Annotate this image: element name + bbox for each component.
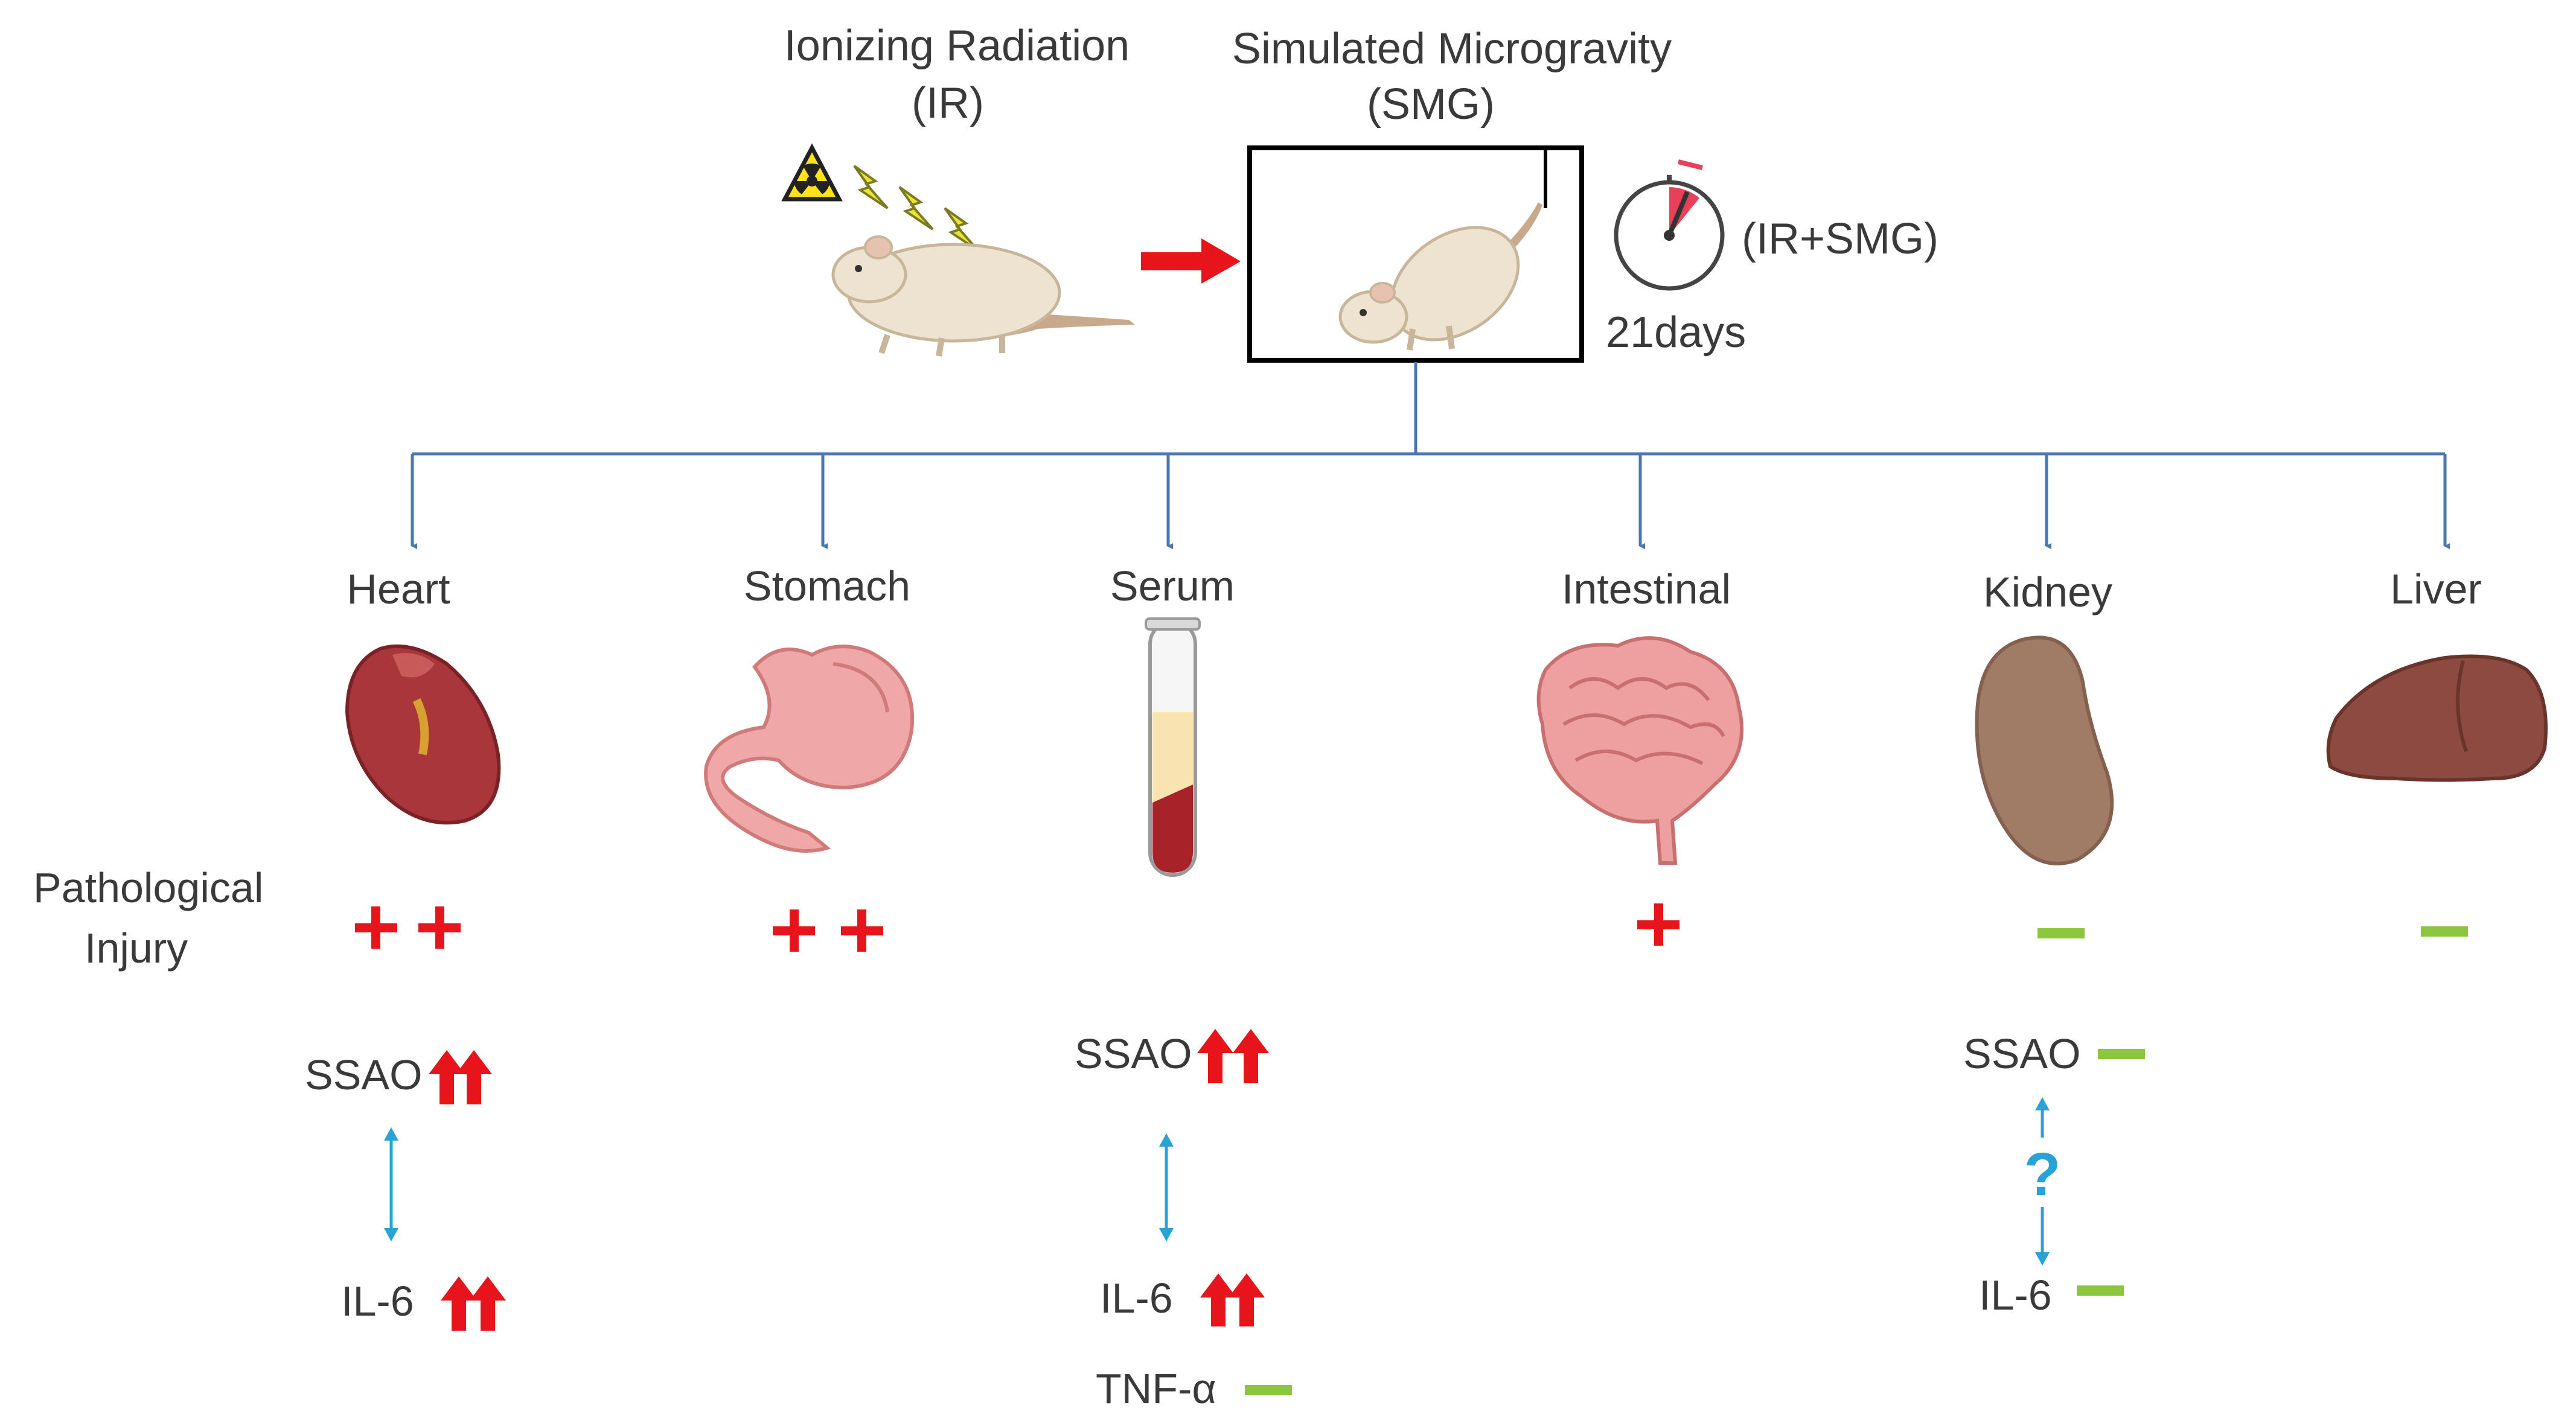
organ-label-stomach: Stomach <box>744 562 910 610</box>
stomach-injury-plus-plus <box>773 909 883 952</box>
serum-il6-up-arrows <box>1200 1273 1265 1326</box>
organ-label-intestinal: Intestinal <box>1562 565 1731 613</box>
liver-illustration <box>2326 654 2548 782</box>
kidney-il6-unchanged <box>2077 1285 2124 1296</box>
kidney-il6-label: IL-6 <box>1979 1272 2052 1319</box>
kidney-correlation-arrow <box>2035 1097 2050 1266</box>
stomach-illustration <box>704 645 915 853</box>
kidney-question-mark: ? <box>2024 1141 2060 1208</box>
serum-il6-label: IL-6 <box>1100 1275 1173 1322</box>
organ-label-liver: Liver <box>2390 565 2482 613</box>
ir-abbr: (IR) <box>912 79 984 127</box>
kidney-ssao-label: SSAO <box>1963 1030 2081 1077</box>
heart-correlation-arrow <box>384 1127 398 1241</box>
lightning-bolts-icon <box>853 165 979 252</box>
organ-label-heart: Heart <box>347 565 450 613</box>
branch-tree <box>411 362 2450 549</box>
serum-correlation-arrow <box>1159 1133 1174 1241</box>
liver-injury-none <box>2421 926 2468 937</box>
serum-tnf-unchanged <box>1245 1385 1292 1395</box>
ir-to-smg-arrow <box>1141 238 1241 284</box>
radiation-hazard-icon <box>781 143 843 202</box>
pathology-label-line1: Pathological <box>33 864 263 911</box>
rat-illustration-ir <box>831 235 1135 357</box>
kidney-illustration <box>1975 635 2114 865</box>
smg-abbr: (SMG) <box>1367 80 1495 129</box>
heart-injury-plus-plus <box>355 906 461 949</box>
heart-il6-up-arrows <box>441 1276 506 1331</box>
smg-title: Simulated Microgravity <box>1232 25 1672 73</box>
organ-label-serum: Serum <box>1110 562 1235 610</box>
serum-ssao-label: SSAO <box>1075 1030 1192 1077</box>
heart-illustration <box>345 644 501 825</box>
heart-ssao-label: SSAO <box>305 1051 423 1098</box>
serum-tnf-label: TNF-α <box>1096 1365 1216 1412</box>
kidney-ssao-unchanged <box>2098 1049 2145 1059</box>
pathology-label-line2: Injury <box>85 925 188 972</box>
organ-label-kidney: Kidney <box>1983 568 2112 616</box>
rat-illustration-smg <box>1338 202 1542 351</box>
intestinal-injury-plus <box>1637 903 1680 946</box>
heart-il6-label: IL-6 <box>341 1278 414 1325</box>
heart-ssao-up-arrows <box>429 1050 492 1104</box>
blood-tube-illustration <box>1145 617 1201 877</box>
ir-title: Ionizing Radiation <box>784 22 1130 70</box>
stopwatch-icon <box>1614 159 1725 291</box>
kidney-injury-none <box>2037 928 2085 938</box>
serum-ssao-up-arrows <box>1197 1029 1269 1083</box>
combo-label: (IR+SMG) <box>1742 215 1938 263</box>
intestine-illustration <box>1536 636 1743 865</box>
duration-label: 21days <box>1606 308 1746 357</box>
